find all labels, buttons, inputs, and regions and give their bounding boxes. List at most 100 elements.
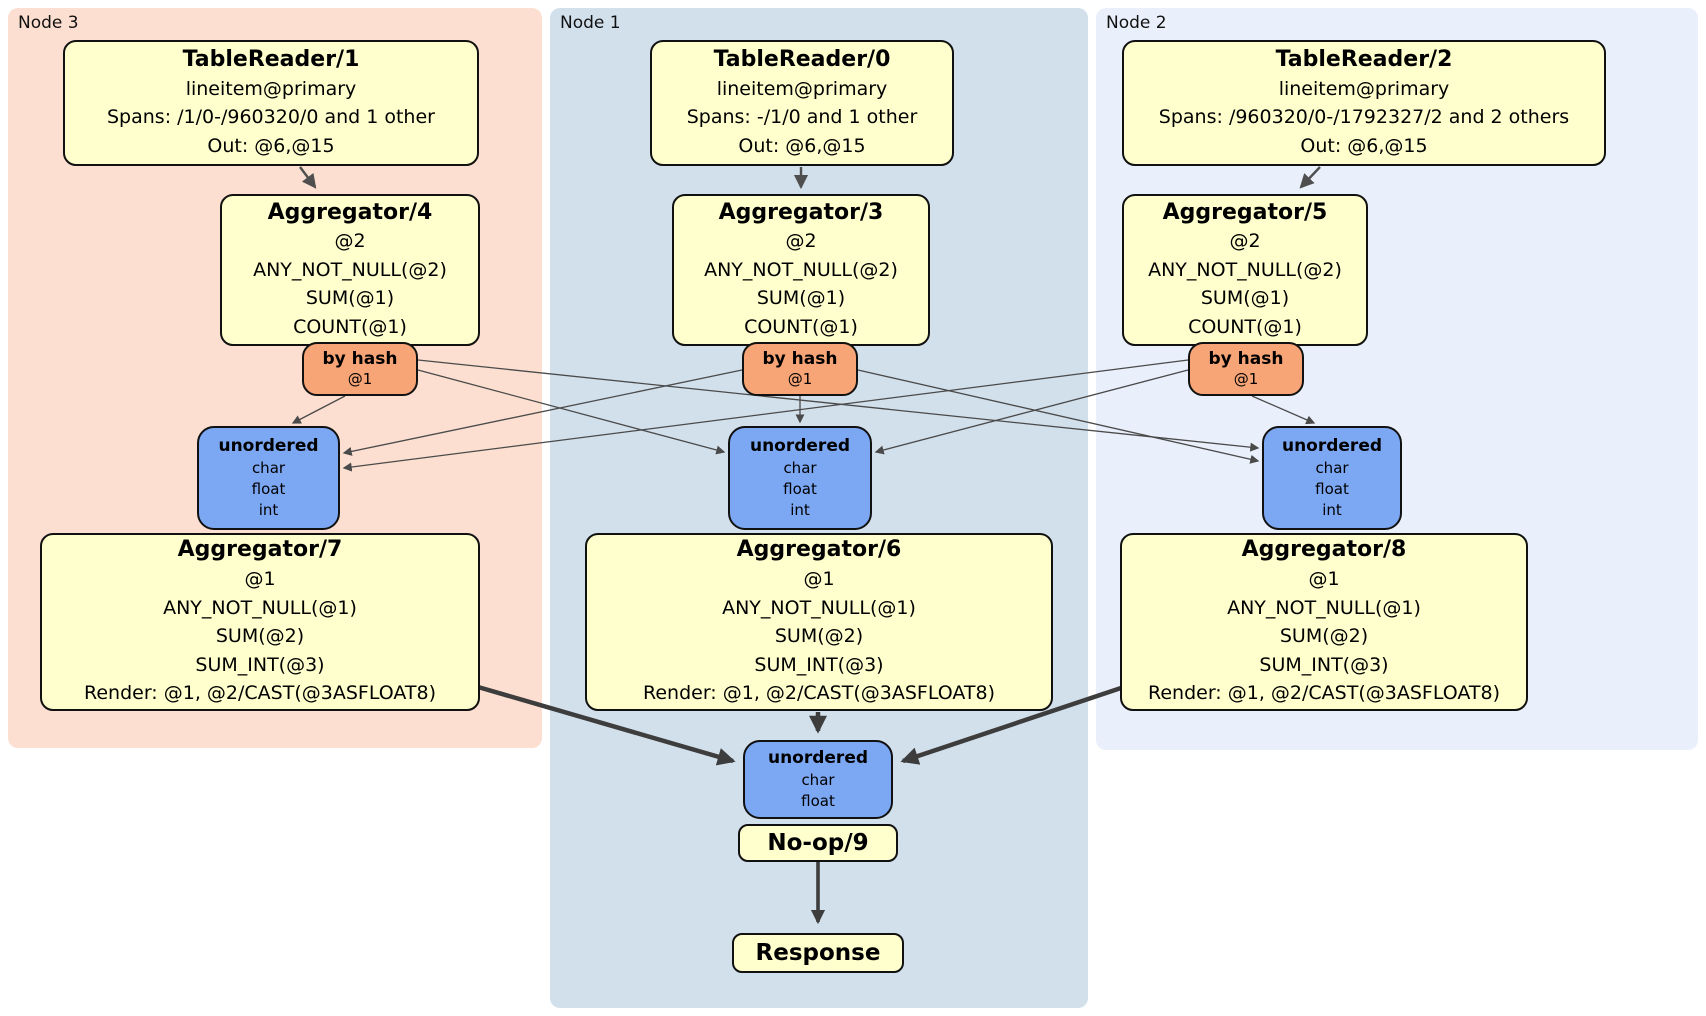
box-line: ANY_NOT_NULL(@2) xyxy=(1148,258,1342,281)
box-line: @2 xyxy=(1229,230,1261,253)
sync-line: float xyxy=(1315,480,1349,499)
box-line: SUM(@2) xyxy=(1279,625,1369,648)
box-line: COUNT(@1) xyxy=(744,315,858,338)
sync-line: char xyxy=(801,771,835,790)
box-line: @1 xyxy=(244,568,276,591)
sync-line: float xyxy=(251,480,286,499)
reader-to-aggregator-edges xyxy=(299,166,1321,190)
node2-label: Node 2 xyxy=(1106,13,1167,33)
box-line: @1 xyxy=(803,568,835,591)
box-line: Spans: /1/0-/960320/0 and 1 other xyxy=(107,106,435,129)
box-line: SUM(@1) xyxy=(756,287,846,310)
router-title: by hash xyxy=(762,349,838,370)
box-line: Spans: /960320/0-/1792327/2 and 2 others xyxy=(1158,106,1570,129)
aggregator-4-box: Aggregator/4 @2 ANY_NOT_NULL(@2) SUM(@1)… xyxy=(220,194,480,346)
sync-line: int xyxy=(1322,501,1342,520)
box-line: SUM(@2) xyxy=(774,625,864,648)
edge xyxy=(299,166,317,189)
box-title: Aggregator/8 xyxy=(1241,537,1407,563)
box-line: COUNT(@1) xyxy=(293,315,407,338)
box-line: SUM(@2) xyxy=(215,625,305,648)
box-line: SUM_INT(@3) xyxy=(1259,653,1389,676)
router-title: by hash xyxy=(322,349,398,370)
edge xyxy=(342,369,743,456)
sync-title: unordered xyxy=(218,435,319,456)
router-title: by hash xyxy=(1208,349,1284,370)
response-box: Response xyxy=(732,933,904,973)
box-title: TableReader/2 xyxy=(1275,46,1453,72)
box-line: SUM_INT(@3) xyxy=(195,653,325,676)
edge xyxy=(417,369,726,455)
box-line: lineitem@primary xyxy=(185,77,357,100)
box-line: @2 xyxy=(785,230,817,253)
unordered-sync-node3: unordered char float int xyxy=(197,426,340,530)
unordered-sync-final: unordered char float xyxy=(743,740,893,819)
box-title: Response xyxy=(755,940,881,966)
box-title: Aggregator/3 xyxy=(718,199,884,225)
box-title: TableReader/0 xyxy=(713,46,891,72)
sync-line: int xyxy=(258,501,279,520)
router-line: @1 xyxy=(1233,370,1259,389)
router-line: @1 xyxy=(347,370,373,389)
box-line: ANY_NOT_NULL(@1) xyxy=(163,596,357,619)
aggregator-6-box: Aggregator/6 @1 ANY_NOT_NULL(@1) SUM(@2)… xyxy=(585,533,1053,711)
box-line: SUM(@1) xyxy=(1200,287,1290,310)
box-title: Aggregator/7 xyxy=(177,537,343,563)
edge xyxy=(900,684,1125,765)
box-line: Out: @6,@15 xyxy=(738,134,866,157)
aggregator-8-box: Aggregator/8 @1 ANY_NOT_NULL(@1) SUM(@2)… xyxy=(1120,533,1528,711)
router-line: @1 xyxy=(787,370,813,389)
tablereader-0-box: TableReader/0 lineitem@primary Spans: -/… xyxy=(650,40,954,166)
box-title: Aggregator/5 xyxy=(1162,199,1328,225)
tablereader-1-box: TableReader/1 lineitem@primary Spans: /1… xyxy=(63,40,479,166)
box-line: Render: @1, @2/CAST(@3ASFLOAT8) xyxy=(643,682,995,705)
sync-title: unordered xyxy=(1281,435,1383,456)
sync-line: char xyxy=(251,459,286,478)
box-line: ANY_NOT_NULL(@1) xyxy=(722,596,916,619)
aggregator-7-box: Aggregator/7 @1 ANY_NOT_NULL(@1) SUM(@2)… xyxy=(40,533,480,711)
edge xyxy=(857,369,1260,464)
box-line: Spans: -/1/0 and 1 other xyxy=(686,106,918,129)
node3-label: Node 3 xyxy=(18,13,79,33)
sync-line: char xyxy=(1315,459,1349,478)
box-line: ANY_NOT_NULL(@2) xyxy=(253,258,447,281)
edge xyxy=(1299,166,1321,189)
box-line: COUNT(@1) xyxy=(1188,315,1302,338)
edge xyxy=(477,684,736,766)
edge xyxy=(874,369,1189,455)
by-hash-router-node3: by hash @1 xyxy=(302,342,418,396)
edge xyxy=(342,359,1189,472)
edge xyxy=(417,359,1260,452)
box-line: Render: @1, @2/CAST(@3ASFLOAT8) xyxy=(1148,682,1500,705)
by-hash-router-node1: by hash @1 xyxy=(742,342,858,396)
sync-title: unordered xyxy=(749,435,851,456)
box-line: SUM_INT(@3) xyxy=(754,653,884,676)
node1-label: Node 1 xyxy=(560,13,621,33)
box-title: TableReader/1 xyxy=(182,46,360,72)
box-line: ANY_NOT_NULL(@2) xyxy=(704,258,898,281)
box-line: Out: @6,@15 xyxy=(207,134,335,157)
box-line: ANY_NOT_NULL(@1) xyxy=(1227,596,1421,619)
noop-9-box: No-op/9 xyxy=(738,824,898,862)
box-line: Out: @6,@15 xyxy=(1300,134,1428,157)
sync-title: unordered xyxy=(767,747,869,768)
edge xyxy=(291,395,346,424)
aggregator-5-box: Aggregator/5 @2 ANY_NOT_NULL(@2) SUM(@1)… xyxy=(1122,194,1368,346)
box-line: lineitem@primary xyxy=(716,77,888,100)
final-merge-edges xyxy=(477,684,1125,925)
sync-line: float xyxy=(783,480,817,499)
tablereader-2-box: TableReader/2 lineitem@primary Spans: /9… xyxy=(1122,40,1606,166)
box-line: @2 xyxy=(334,230,366,253)
box-title: Aggregator/4 xyxy=(267,199,433,225)
hash-to-sync-edges xyxy=(291,359,1316,472)
unordered-sync-node1: unordered char float int xyxy=(728,426,872,530)
box-title: Aggregator/6 xyxy=(736,537,902,563)
box-line: Render: @1, @2/CAST(@3ASFLOAT8) xyxy=(84,682,436,705)
edge xyxy=(1251,395,1316,425)
aggregator-3-box: Aggregator/3 @2 ANY_NOT_NULL(@2) SUM(@1)… xyxy=(672,194,930,346)
box-line: @1 xyxy=(1308,568,1340,591)
by-hash-router-node2: by hash @1 xyxy=(1188,342,1304,396)
sync-line: int xyxy=(790,501,810,520)
